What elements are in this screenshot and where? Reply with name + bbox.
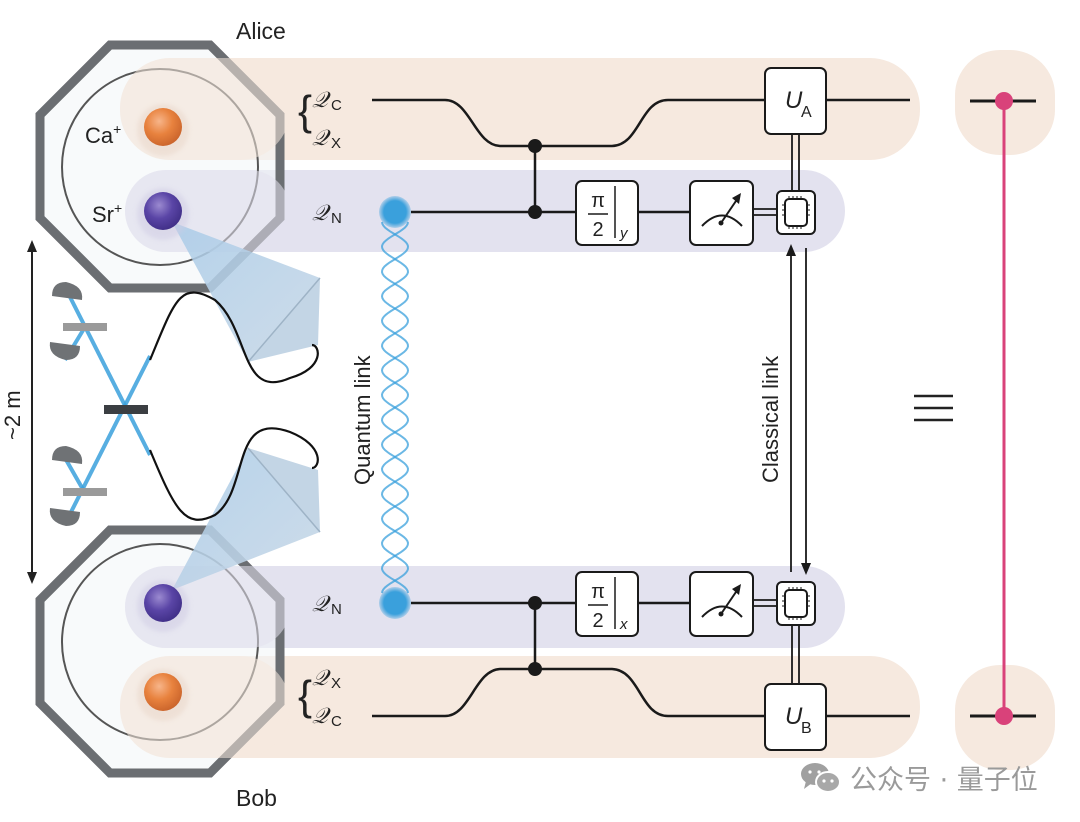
svg-text:U: U [785,87,803,114]
svg-text:{: { [298,672,312,719]
alice-sr-label: Sr+ [92,200,122,227]
svg-text:X: X [331,675,341,692]
quantum-link [380,221,410,594]
classical-link [786,244,811,575]
bob-rotation-gate: π 2 x [575,571,639,637]
svg-text:N: N [331,210,342,227]
quantum-link-strand [380,221,410,594]
alice-qubit-labels: { 𝒬 C 𝒬 X 𝒬 N [298,87,342,227]
bob-collection-optics [172,447,321,590]
wechat-icon [800,761,842,795]
bob-qubit-labels: 𝒬 N { 𝒬 X 𝒬 C [298,592,342,730]
bob-label: Bob [236,785,277,811]
svg-text:N: N [331,601,342,618]
svg-text:𝒬: 𝒬 [312,592,331,617]
detector-icon [52,446,83,464]
svg-text:𝒬: 𝒬 [312,201,331,226]
detector-icon [49,342,80,360]
quantum-link-label: Quantum link [350,354,375,485]
svg-text:π: π [591,581,605,603]
svg-text:A: A [801,104,812,121]
watermark-text: 公众号 · 量子位 [850,765,1038,796]
svg-text:y: y [619,225,629,242]
alice-sr-ion [137,188,189,240]
svg-text:{: { [298,87,312,134]
svg-text:C: C [331,713,342,730]
alice-measurement-gate [689,180,754,246]
alice-label: Alice [236,18,286,44]
svg-text:𝒬: 𝒬 [312,126,331,151]
alice-ca-label: Ca+ [85,121,121,148]
alice-circuit [372,98,910,219]
bell-state-analyzer [49,282,319,526]
svg-text:𝒬: 𝒬 [312,666,331,691]
alice-controller-chip-icon [776,190,816,235]
bob-controller-chip-icon [776,581,816,626]
svg-text:2: 2 [592,219,603,241]
alice-ca-ion [137,104,189,156]
bob-network-band [125,566,845,648]
svg-text:C: C [331,97,342,114]
bob-photon [379,587,411,619]
equivalent-cz-gate [970,92,1036,725]
alice-rotation-gate: π 2 y [575,180,639,246]
svg-text:𝒬: 𝒬 [312,704,331,729]
equivalence-symbol [914,394,953,422]
svg-text:𝒬: 𝒬 [312,88,331,113]
bob-measurement-gate [689,571,754,637]
bob-sr-ion [137,580,189,632]
classical-link-label: Classical link [758,355,783,483]
bob-ca-ion [137,669,189,721]
watermark: 公众号 · 量子位 [800,758,1038,797]
detector-icon [49,508,80,526]
alice-memory-band [120,58,920,160]
svg-text:2: 2 [592,610,603,632]
bob-circuit [372,596,910,718]
svg-text:B: B [801,720,812,737]
alice-collection-optics [172,222,321,363]
alice-unitary-gate: U A [764,67,827,135]
svg-text:U: U [785,703,803,730]
bob-unitary-gate: U B [764,683,827,751]
distance-label: ~2 m [0,390,25,440]
svg-text:X: X [331,135,341,152]
alice-photon [379,196,411,228]
detector-icon [52,282,83,300]
svg-text:π: π [591,190,605,212]
svg-text:x: x [619,616,628,633]
bob-memory-band [120,656,920,758]
distance-arrow [27,240,37,584]
